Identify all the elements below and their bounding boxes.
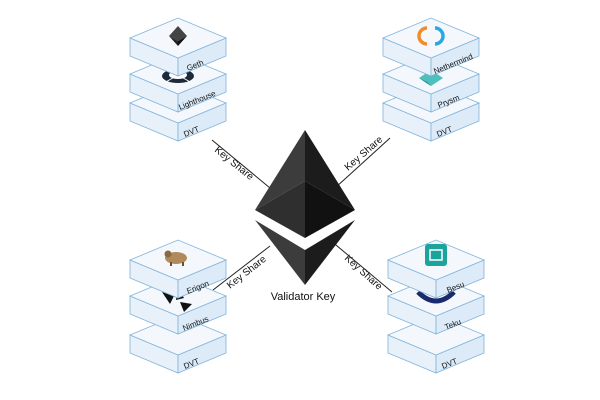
link-line-bottom-left [212, 245, 271, 291]
validator-key-label: Validator Key [271, 291, 336, 303]
ethereum-logo-icon [255, 130, 355, 285]
link-line-top-right [334, 137, 391, 189]
link-line-top-left [211, 139, 271, 189]
geth-diamond-icon [169, 26, 187, 46]
link-line-bottom-right [329, 239, 393, 293]
teku-arc-icon [416, 290, 456, 304]
cluster-bottom-left: DVT Nimbus Erigon [128, 239, 228, 374]
cluster-bottom-right: DVT Teku Besu [386, 239, 486, 374]
geth-node: Geth [128, 17, 228, 77]
prysm-prism-icon [419, 70, 443, 86]
key-share-label-top-left: Key Share [212, 145, 256, 183]
besu-node: Besu [386, 239, 486, 299]
dvt-node: DVT [386, 314, 486, 374]
cluster-top-left: DVT Lighthouse Geth [128, 17, 228, 142]
dvt-node: DVT [128, 314, 228, 374]
erigon-creature-icon [164, 250, 187, 266]
cluster-top-right: DVT Prysm Nethermind [381, 17, 481, 142]
erigon-node: Erigon [128, 239, 228, 299]
key-share-label-bottom-left: Key Share [225, 254, 269, 292]
key-share-label-bottom-right: Key Share [342, 253, 384, 293]
nethermind-node: Nethermind [381, 17, 481, 77]
key-share-label-top-right: Key Share [343, 134, 386, 173]
besu-box-icon [425, 244, 447, 266]
nethermind-ring-icon [417, 26, 445, 46]
